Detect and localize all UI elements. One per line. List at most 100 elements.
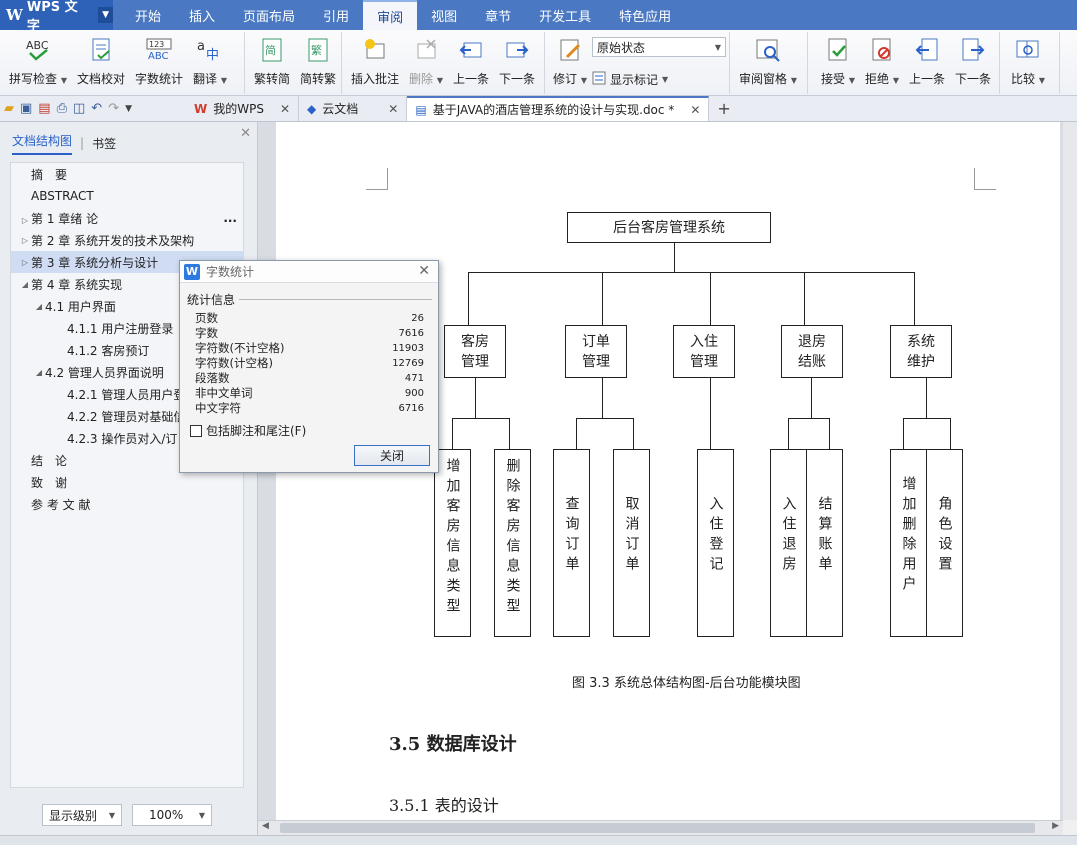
review-status-value: 原始状态 <box>597 40 646 55</box>
insert-comment-button[interactable]: 插入批注 <box>346 36 404 87</box>
svg-text:a: a <box>197 39 205 54</box>
outline-item[interactable]: 4.2.3 操作员对入/订 <box>11 427 243 449</box>
outline-item[interactable]: ◢4.2 管理人员界面说明 <box>11 361 243 383</box>
close-icon[interactable]: ✕ <box>690 102 701 117</box>
outline-item[interactable]: 参 考 文 献 <box>11 493 243 515</box>
close-icon[interactable]: ✕ <box>388 101 399 116</box>
delete-comment-button[interactable]: 删除 ▼ <box>404 36 448 87</box>
scrollbar-thumb[interactable] <box>280 823 1035 833</box>
checkbox-box[interactable] <box>190 424 202 437</box>
accept-button[interactable]: 接受 ▼ <box>816 36 860 87</box>
export-pdf-icon[interactable]: ▤ <box>38 101 51 116</box>
trad-to-simp-button[interactable]: 简 繁转简 <box>249 36 295 87</box>
connector-line <box>475 378 476 418</box>
scroll-left-arrow-icon[interactable]: ◀ <box>262 821 269 831</box>
tab-current-document[interactable]: ▤ 基于JAVA的酒店管理系统的设计与实现.doc * ✕ <box>407 96 710 121</box>
status-bar <box>0 835 1077 845</box>
horizontal-scrollbar[interactable]: ◀ ▶ <box>258 820 1063 835</box>
outline-item[interactable]: 4.2.2 管理员对基础信 <box>11 405 243 427</box>
print-icon[interactable]: ⎙ <box>56 101 67 116</box>
save-icon[interactable]: ▣ <box>20 101 33 116</box>
zoom-select[interactable]: 100% ▼ <box>132 804 212 826</box>
doc-proof-button[interactable]: 文档校对 <box>72 36 130 87</box>
outline-item[interactable]: ◢第 4 章 系统实现 <box>11 273 243 295</box>
prev-change-button[interactable]: 上一条 <box>904 36 950 87</box>
outline-item[interactable]: 4.1.2 客房预订 <box>11 339 243 361</box>
undo-icon[interactable]: ↶ <box>91 101 103 116</box>
outline-item[interactable]: ▷第 2 章 系统开发的技术及架构 <box>11 229 243 251</box>
next-comment-button[interactable]: 下一条 <box>494 36 540 87</box>
expand-triangle-icon[interactable]: ▷ <box>21 257 29 267</box>
outline-item[interactable]: 4.1.1 用户注册登录 <box>11 317 243 339</box>
tab-outline[interactable]: 文档结构图 <box>12 132 73 155</box>
review-status-select[interactable]: 原始状态 ▼ <box>592 37 726 57</box>
review-pane-button[interactable]: 审阅窗格 ▼ <box>734 36 802 87</box>
wps-logo-icon: W <box>6 6 23 24</box>
include-notes-checkbox[interactable]: 包括脚注和尾注(F) <box>180 422 438 439</box>
revise-button[interactable]: 修订 ▼ <box>553 36 592 87</box>
outline-item[interactable]: 致 谢 <box>11 471 243 493</box>
navigation-panel: 文档结构图 | 书签 ✕ 摘 要 ABSTRACT ▷第 1 章绪 论... ▷… <box>0 122 258 835</box>
new-tab-plus-icon[interactable]: + <box>717 99 731 118</box>
tab-page-layout[interactable]: 页面布局 <box>243 9 296 25</box>
app-menu-button[interactable]: W WPS 文字 ▼ <box>0 0 113 34</box>
outline-item-label: 致 谢 <box>31 475 68 490</box>
more-dots[interactable]: ... <box>223 211 237 225</box>
close-icon[interactable]: ✕ <box>240 126 251 141</box>
show-markup-button[interactable]: 显示标记 ▼ <box>592 71 726 88</box>
leaf-box: 入住登记 <box>697 449 734 637</box>
chevron-down-icon[interactable]: ▼ <box>98 7 113 23</box>
outline-level-select[interactable]: 显示级别 ▼ <box>42 804 122 826</box>
prev-comment-button[interactable]: 上一条 <box>448 36 494 87</box>
next-change-button[interactable]: 下一条 <box>950 36 996 87</box>
outline-item[interactable]: 摘 要 <box>11 163 243 185</box>
svg-text:123: 123 <box>149 40 164 49</box>
collapse-triangle-icon[interactable]: ◢ <box>35 301 43 311</box>
cloud-cube-icon: ◆ <box>307 101 317 116</box>
tab-cloud-docs[interactable]: ◆ 云文档 ✕ <box>299 96 408 121</box>
outline-item[interactable]: ABSTRACT <box>11 185 243 207</box>
collapse-triangle-icon[interactable]: ◢ <box>35 367 43 377</box>
expand-triangle-icon[interactable]: ▷ <box>21 235 29 245</box>
tab-start[interactable]: 开始 <box>135 9 162 25</box>
tab-bookmark[interactable]: 书签 <box>92 136 117 151</box>
tab-features[interactable]: 特色应用 <box>619 9 672 25</box>
stat-label: 页数 <box>195 311 218 325</box>
tab-insert[interactable]: 插入 <box>189 9 216 25</box>
connector-line <box>903 418 904 449</box>
open-folder-icon[interactable]: ▰ <box>4 101 14 116</box>
close-button[interactable]: 关闭 <box>354 445 430 466</box>
print-preview-icon[interactable]: ◫ <box>73 101 86 116</box>
expand-triangle-icon[interactable]: ▷ <box>21 215 29 225</box>
outline-item-label: 第 2 章 系统开发的技术及架构 <box>31 233 195 248</box>
simp-to-trad-button[interactable]: 繁 简转繁 <box>295 36 341 87</box>
tab-review[interactable]: 审阅 <box>363 0 418 30</box>
dialog-title-bar[interactable]: W 字数统计 <box>180 261 438 283</box>
scroll-right-arrow-icon[interactable]: ▶ <box>1052 821 1059 831</box>
tab-view[interactable]: 视图 <box>431 9 458 25</box>
close-icon[interactable]: ✕ <box>418 263 430 279</box>
reject-button[interactable]: 拒绝 ▼ <box>860 36 904 87</box>
compare-button[interactable]: 比较 ▼ <box>1006 36 1050 87</box>
outline-item[interactable]: ◢4.1 用户界面 <box>11 295 243 317</box>
outline-item-label: 4.1.2 客房预订 <box>67 343 150 358</box>
close-icon[interactable]: ✕ <box>279 101 291 116</box>
outline-item[interactable]: ▷第 1 章绪 论... <box>11 207 243 229</box>
redo-icon[interactable]: ↷ <box>108 101 120 116</box>
tab-reference[interactable]: 引用 <box>323 9 350 25</box>
vertical-scrollbar[interactable] <box>1063 122 1077 820</box>
app-name: WPS 文字 <box>26 0 78 34</box>
outline-item[interactable]: 4.2.1 管理人员用户登 <box>11 383 243 405</box>
tab-developer[interactable]: 开发工具 <box>539 9 592 25</box>
tab-section[interactable]: 章节 <box>485 9 512 25</box>
customize-toolbar-icon[interactable]: ▼ <box>125 103 133 114</box>
tab-my-wps[interactable]: W 我的WPS ✕ <box>186 96 300 121</box>
collapse-triangle-icon[interactable]: ◢ <box>21 279 29 289</box>
outline-item[interactable]: 结 论 <box>11 449 243 471</box>
spell-check-button[interactable]: ABC 拼写检查 ▼ <box>4 36 72 87</box>
